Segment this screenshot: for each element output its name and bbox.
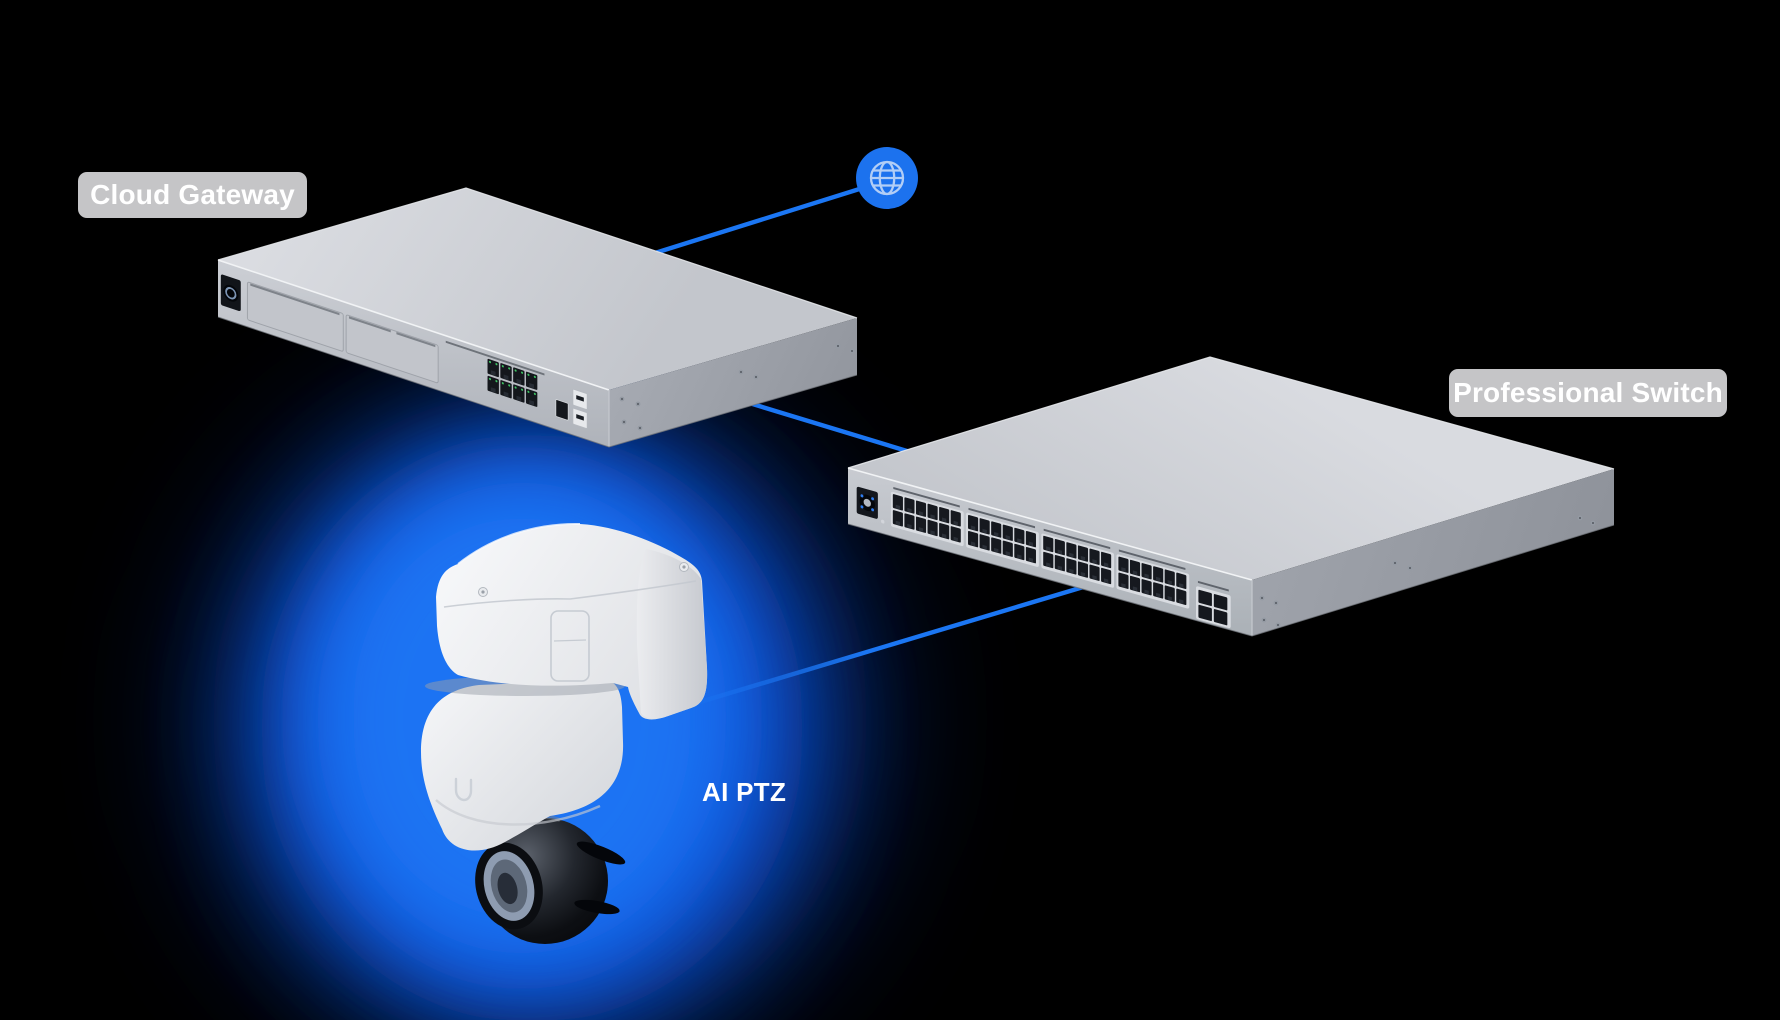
cloud-gateway-label: Cloud Gateway <box>78 172 307 218</box>
gateway-dial <box>220 274 241 312</box>
ai-ptz-label: AI PTZ <box>702 777 787 807</box>
connection-line-internet-gateway <box>652 178 888 256</box>
gateway-wan-port <box>555 399 569 421</box>
professional-switch-label-text: Professional Switch <box>1453 377 1723 408</box>
cloud-gateway-label-text: Cloud Gateway <box>90 179 295 210</box>
switch-dial <box>856 486 885 524</box>
camera-lens-ball <box>475 814 626 944</box>
professional-switch-device <box>847 356 1615 637</box>
ubiquiti-u-logo <box>454 777 473 802</box>
switch-front-panel <box>856 478 1231 629</box>
switch-sfp-ports <box>1196 580 1231 629</box>
gateway-sfp-ports <box>572 388 588 429</box>
cloud-gateway-device <box>217 187 858 448</box>
gateway-drive-bays <box>246 281 439 384</box>
globe-icon <box>856 147 918 209</box>
camera-mount-cap <box>436 522 708 720</box>
gateway-front-panel <box>220 274 588 429</box>
professional-switch-label: Professional Switch <box>1449 369 1727 417</box>
ai-ptz-camera <box>421 522 708 944</box>
connection-line-switch-camera <box>637 582 1093 723</box>
camera-lens-glass <box>475 842 543 930</box>
